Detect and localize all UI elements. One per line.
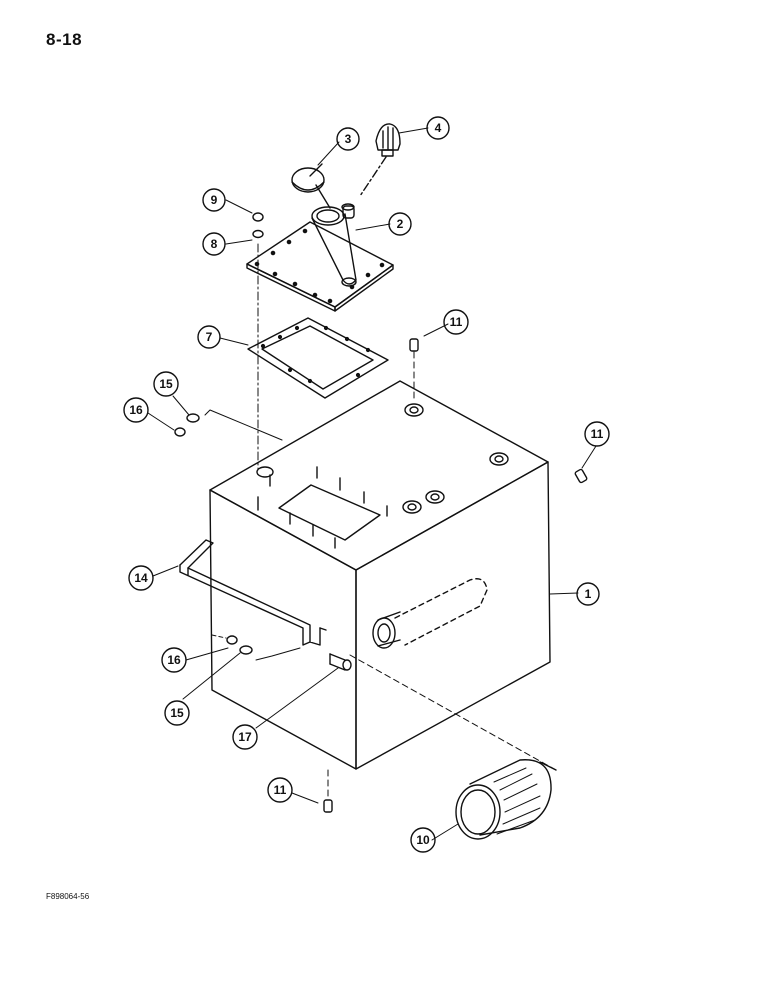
- washer-15-upper: [186, 413, 200, 423]
- bolt-17: [329, 653, 352, 671]
- svg-text:8: 8: [211, 237, 218, 251]
- breather-filter: [359, 123, 401, 197]
- washer-15-lower: [239, 645, 253, 655]
- svg-text:17: 17: [238, 730, 252, 744]
- nut-16-upper: [174, 427, 186, 437]
- callout-2: 2: [388, 212, 412, 236]
- figure-code: F898064-56: [46, 892, 90, 901]
- plug-11-top: [409, 338, 419, 352]
- callout-16-upper: 16: [123, 397, 149, 423]
- plug-11-right: [574, 468, 588, 484]
- tank-side-port: [372, 578, 488, 649]
- support-bracket: [179, 539, 327, 646]
- callout-3: 3: [336, 127, 360, 151]
- callout-9: 9: [202, 188, 226, 212]
- svg-text:11: 11: [591, 427, 604, 441]
- plug-11-bottom: [323, 799, 333, 813]
- svg-text:9: 9: [211, 193, 218, 207]
- gasket: [247, 317, 389, 399]
- callout-16-lower: 16: [161, 647, 187, 673]
- svg-text:15: 15: [159, 377, 173, 391]
- callout-17: 17: [232, 724, 258, 750]
- nut-9: [252, 212, 264, 222]
- callout-8: 8: [202, 232, 226, 256]
- svg-text:2: 2: [397, 217, 404, 231]
- svg-text:7: 7: [206, 330, 213, 344]
- callout-4: 4: [426, 116, 450, 140]
- callout-11-bottom: 11: [267, 777, 293, 803]
- svg-text:3: 3: [345, 132, 352, 146]
- leader-lines: [147, 127, 597, 841]
- svg-text:14: 14: [134, 571, 148, 585]
- callout-10: 10: [410, 827, 436, 853]
- cover-plate-assembly: [246, 203, 394, 312]
- svg-text:15: 15: [170, 706, 184, 720]
- svg-text:11: 11: [274, 783, 287, 797]
- callout-1: 1: [576, 582, 600, 606]
- callout-11-top: 11: [443, 309, 469, 335]
- svg-text:16: 16: [129, 403, 143, 417]
- dipstick-cap: [291, 163, 331, 209]
- nut-16-lower: [226, 635, 238, 645]
- tank-top-fittings: [256, 403, 509, 514]
- hydraulic-tank: [209, 380, 551, 770]
- tank-top-opening: [257, 466, 388, 549]
- callout-11-right: 11: [584, 421, 610, 447]
- callout-14: 14: [128, 565, 154, 591]
- filter-element: [349, 654, 557, 840]
- callout-15-upper: 15: [153, 371, 179, 397]
- callout-7: 7: [197, 325, 221, 349]
- svg-text:11: 11: [450, 315, 463, 329]
- svg-text:16: 16: [167, 653, 181, 667]
- svg-text:10: 10: [416, 833, 430, 847]
- svg-text:1: 1: [585, 587, 592, 601]
- callout-15-lower: 15: [164, 700, 190, 726]
- page-number: 8-18: [46, 30, 83, 49]
- washer-8: [252, 229, 264, 239]
- svg-text:4: 4: [435, 121, 442, 135]
